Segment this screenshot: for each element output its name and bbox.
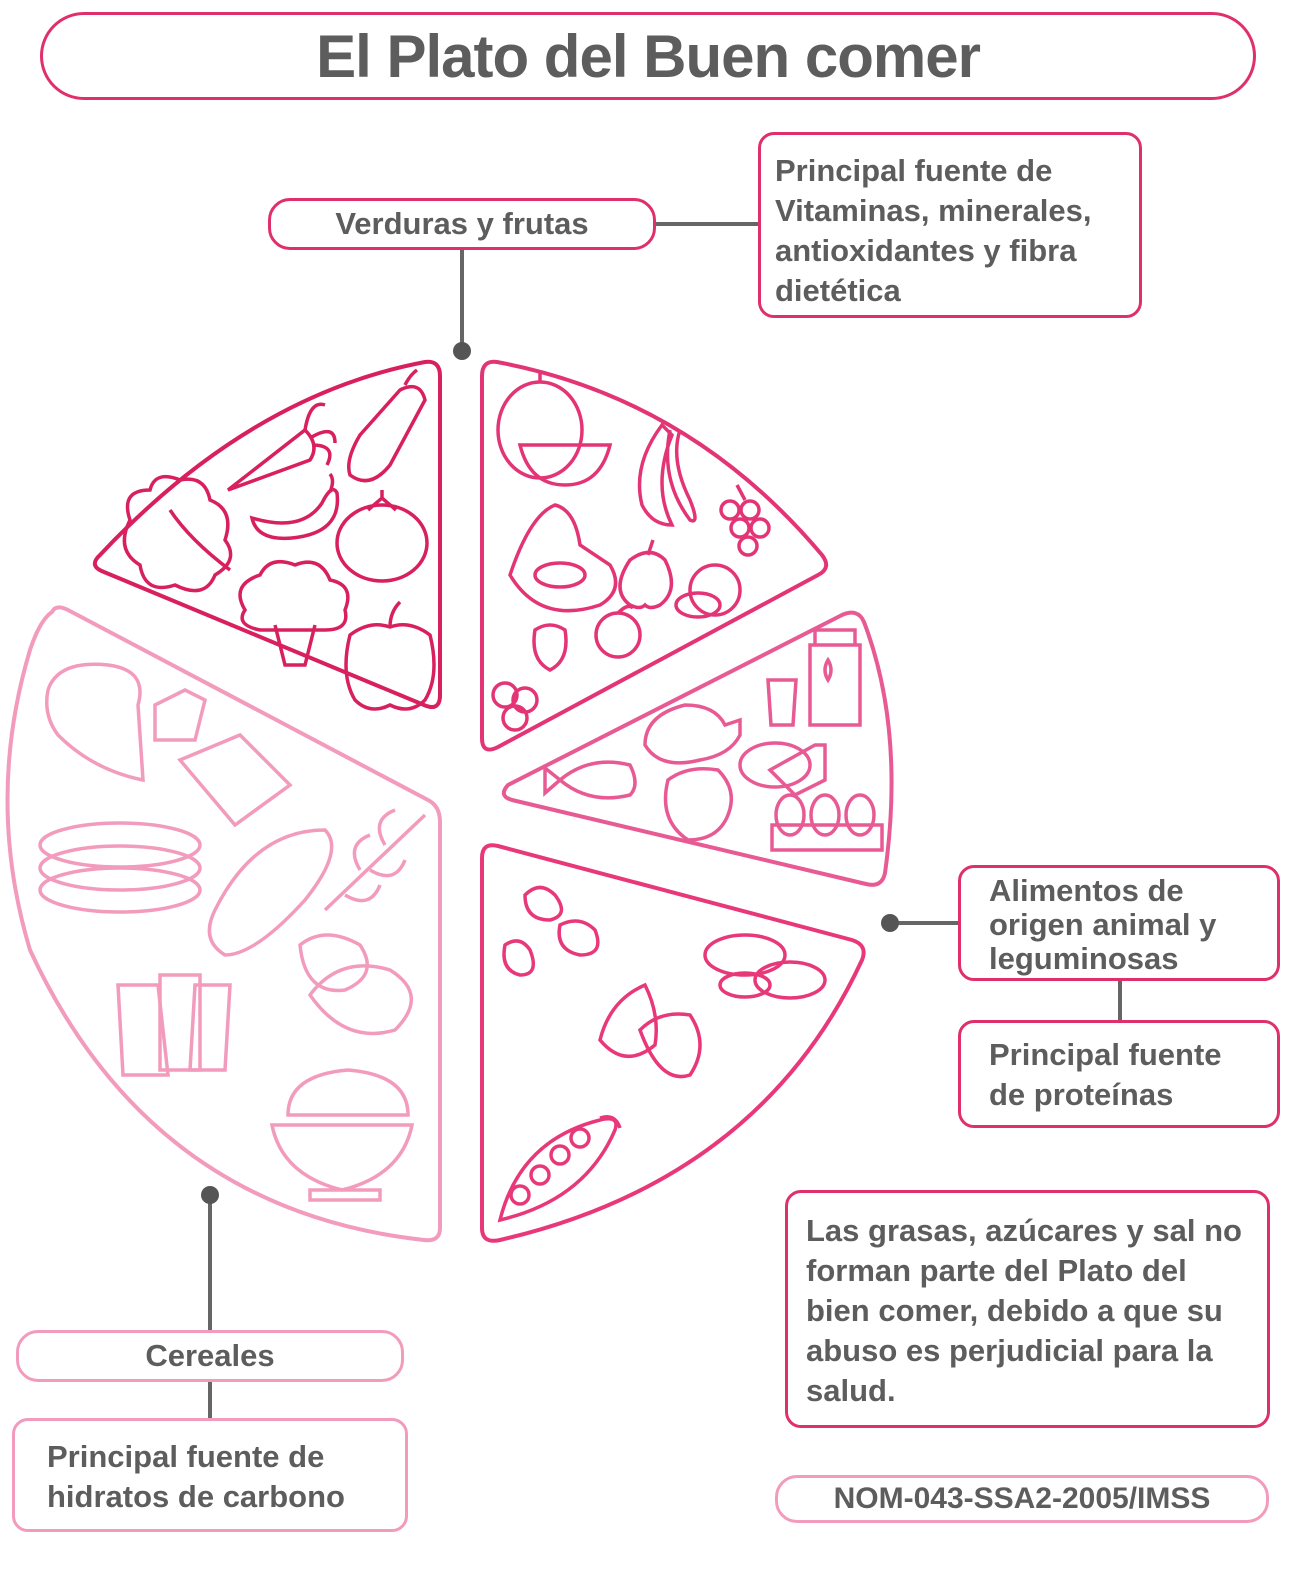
connectors	[208, 222, 1122, 1420]
cucumber-icon	[347, 368, 427, 483]
label-text: Alimentos de origen animal y leguminosas	[989, 873, 1217, 976]
pasta-icon	[153, 688, 293, 828]
description-text: Principal fuente de proteínas	[989, 1037, 1222, 1112]
bell-pepper-icon	[344, 600, 436, 711]
tomato-icon	[335, 490, 429, 583]
label-text: Cereales	[145, 1338, 275, 1373]
sweet-potato-icon	[45, 662, 145, 783]
peach-icon	[594, 604, 642, 659]
connector-dot	[453, 342, 471, 360]
rice-bowl-icon	[269, 1068, 415, 1202]
connector-dot	[201, 1186, 219, 1204]
lentils-icon	[703, 933, 827, 1000]
carrot-icon	[226, 402, 337, 492]
apple-icon	[618, 539, 674, 610]
broccoli-icon	[238, 559, 350, 667]
wheat-icon	[323, 808, 427, 912]
cheese-icon	[738, 741, 827, 798]
page-title: El Plato del Buen comer	[316, 22, 981, 90]
lettuce-icon	[122, 474, 233, 593]
chicken-icon	[643, 703, 742, 765]
bread-icon	[207, 828, 334, 957]
note-text: Las grasas, azúcares y sal no forman par…	[806, 1213, 1242, 1408]
banana-icon	[637, 422, 697, 527]
slice-fruits	[480, 359, 829, 752]
description-cereals: Principal fuente de hidratos de carbono	[12, 1418, 408, 1532]
label-animal-legumes: Alimentos de origen animal y leguminosas	[958, 865, 1280, 981]
source-text: NOM-043-SSA2-2005/IMSS	[833, 1482, 1211, 1515]
grapes-icon	[719, 484, 771, 557]
tortillas-icon	[38, 821, 202, 914]
berries-icon	[491, 681, 539, 732]
label-fruits-vegetables: Verduras y frutas	[268, 198, 656, 250]
slice-vegetables	[92, 359, 442, 711]
source-label: NOM-043-SSA2-2005/IMSS	[775, 1475, 1269, 1523]
orange-icon	[674, 563, 742, 619]
potatoes-icon	[298, 933, 413, 1036]
meat-icon	[663, 767, 734, 842]
description-fruits-vegetables: Principal fuente de Vitaminas, minerales…	[758, 132, 1142, 318]
chili-icon	[249, 472, 340, 541]
description-text: Principal fuente de Vitaminas, minerales…	[775, 153, 1092, 308]
tamales-icon	[116, 973, 232, 1077]
description-animal: Principal fuente de proteínas	[958, 1020, 1280, 1128]
connector-dot	[881, 914, 899, 932]
chickpeas-icon	[598, 982, 702, 1079]
label-text: Verduras y frutas	[335, 206, 589, 241]
description-text: Principal fuente de hidratos de carbono	[47, 1439, 345, 1514]
strawberry-icon	[532, 623, 568, 672]
slice-animal	[501, 610, 894, 887]
slice-cereals	[5, 605, 442, 1243]
beans-icon	[502, 885, 600, 977]
fish-icon	[543, 760, 637, 800]
watermelon-icon	[496, 373, 613, 487]
milk-icon	[808, 628, 862, 727]
pea-pod-icon	[497, 1115, 622, 1223]
papaya-icon	[508, 503, 618, 613]
title-banner: El Plato del Buen comer	[40, 12, 1256, 100]
label-cereals: Cereales	[16, 1330, 404, 1382]
glass-icon	[766, 678, 798, 727]
slice-legumes	[480, 843, 866, 1243]
eggs-icon	[770, 793, 884, 852]
note-box: Las grasas, azúcares y sal no forman par…	[785, 1190, 1270, 1428]
